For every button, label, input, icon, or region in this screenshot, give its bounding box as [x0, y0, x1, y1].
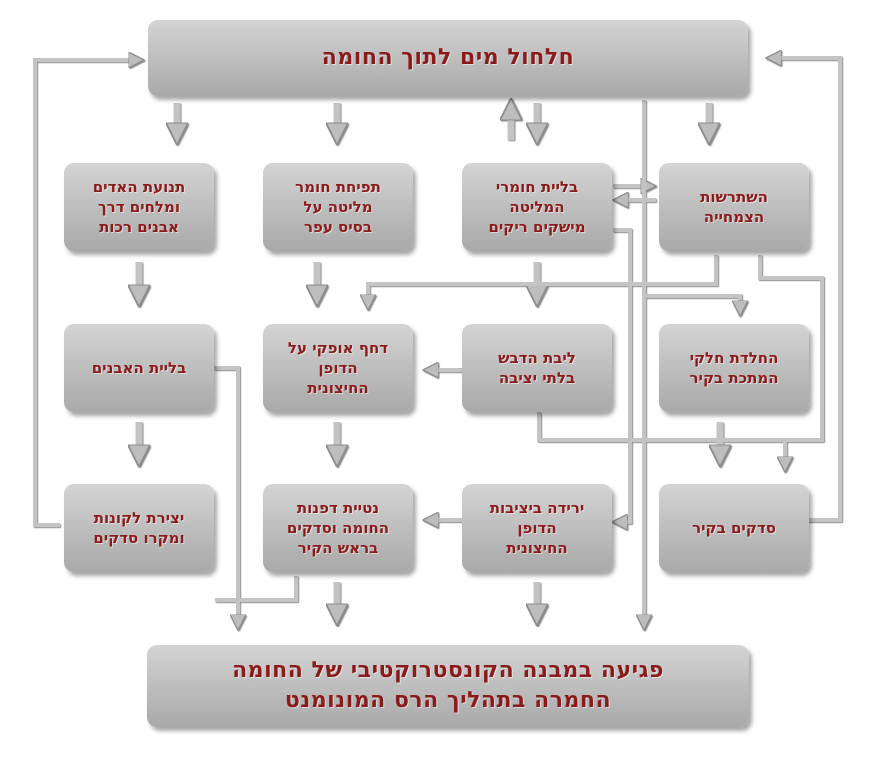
loop-cavities-to-top [33, 60, 138, 527]
node-people-movement: תנועת האדים ומלחים דרך אבנים רכות [64, 163, 214, 251]
link-mortar-to-descent [613, 228, 632, 522]
node-swelling: תפיחת חומר מליטה על בסיס עפר [263, 163, 413, 251]
node-cracks-label: סדקים בקיר [692, 519, 776, 537]
node-unstable-core-label: ליבת הדבש בלתי יציבה [498, 349, 576, 387]
node-cavities: יצירת לקונות ומקרו סדקים [64, 484, 214, 572]
node-descent-label: ירידה ביציבות הדופן החיצונית [489, 499, 585, 557]
node-rust-label: החלדת חלקי המתכת בקיר [689, 349, 779, 387]
node-people-movement-label: תנועת האדים ומלחים דרך אבנים רכות [92, 178, 186, 236]
node-rust: החלדת חלקי המתכת בקיר [659, 324, 809, 412]
link-core-to-cracks [537, 412, 790, 442]
node-horizontal-push-label: דחף אופקי על הדופן החיצונית [287, 339, 389, 397]
node-horizontal-push: דחף אופקי על הדופן החיצונית [263, 324, 413, 412]
node-mortar-wear-label: בליית חומרי המליטה מישקים ריקים [488, 178, 586, 236]
node-stone-wear-label: בליית האבנים [91, 359, 187, 377]
link-stonewear-to-bottom [214, 366, 238, 624]
node-mortar-wear: בליית חומרי המליטה מישקים ריקים [462, 163, 612, 251]
node-descent: ירידה ביציבות הדופן החיצונית [462, 484, 612, 572]
node-unstable-core: ליבת הדבש בלתי יציבה [462, 324, 612, 412]
loop-cracks-to-top [772, 58, 842, 522]
node-swelling-label: תפיחת חומר מליטה על בסיס עפר [295, 178, 381, 236]
link-roots-to-push [368, 255, 718, 304]
vertical-arrows [139, 103, 720, 617]
link-top-to-rust [644, 294, 740, 310]
node-stone-wear: בליית האבנים [64, 324, 214, 412]
bottom-node-label: פגיעה במבנה הקונסטרוקטיבי של החומה החמרה… [232, 658, 664, 713]
node-tilt: נטיית דפנות החומה וסדקים בראש הקיר [263, 484, 413, 572]
node-roots-label: השתרשות הצמחייה [700, 188, 768, 226]
top-node: חלחול מים לתוך החומה [148, 20, 748, 96]
node-roots: השתרשות הצמחייה [659, 163, 809, 251]
node-tilt-label: נטיית דפנות החומה וסדקים בראש הקיר [286, 499, 390, 557]
top-node-label: חלחול מים לתוך החומה [321, 45, 575, 70]
link-cavities-under-tilt [215, 576, 298, 602]
node-cracks: סדקים בקיר [659, 484, 809, 572]
link-roots-to-cracks [758, 255, 824, 466]
bottom-node: פגיעה במבנה הקונסטרוקטיבי של החומה החמרה… [147, 645, 749, 727]
node-cavities-label: יצירת לקונות ומקרו סדקים [93, 509, 185, 547]
